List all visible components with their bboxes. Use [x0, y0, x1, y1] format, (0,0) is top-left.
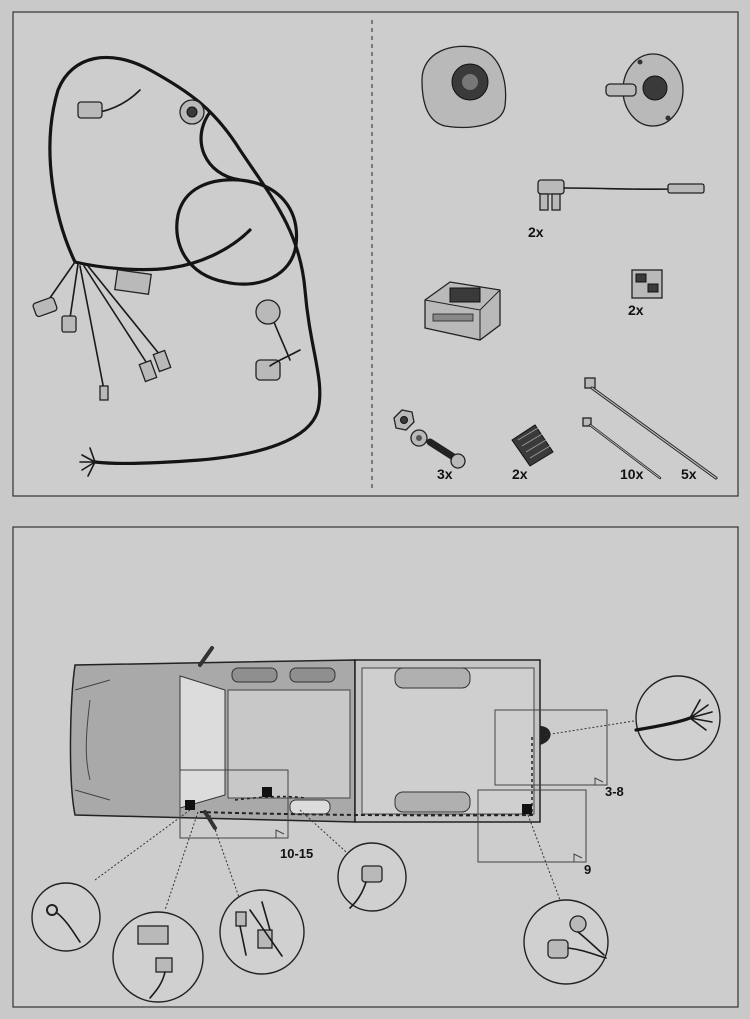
control-module-icon [424, 281, 501, 341]
adhesive-pad-quantity: 2x [512, 466, 528, 482]
socket-area-callout: 9 [584, 862, 591, 877]
zoom-multi-plug-detail [112, 911, 204, 1003]
zoom-wire-ends-detail [634, 675, 721, 761]
socket-detail-box [477, 789, 587, 863]
rear-area-callout: 3-8 [605, 784, 624, 799]
harness-connector-1 [32, 296, 58, 318]
fuse-holder-quantity: 2x [528, 224, 544, 240]
socket-mounting-plate-icon [605, 53, 684, 127]
harness-multi-plug [114, 268, 152, 296]
rear-detail-box [494, 709, 608, 786]
harness-plug-top [77, 101, 103, 119]
zoom-socket-connector-detail [523, 899, 609, 985]
fuse-holder-icon [537, 179, 705, 211]
rear-mount-point [522, 804, 532, 814]
nut-washer-bolt-icon [393, 409, 466, 469]
zoom-ring-terminal-detail [31, 882, 101, 952]
harness-connector-2 [61, 315, 77, 333]
socket-lamp-connector [255, 299, 281, 325]
socket-bulb-holder [255, 359, 281, 381]
small-cable-tie-quantity: 10x [620, 466, 644, 482]
large-cable-tie-quantity: 5x [681, 466, 697, 482]
dash-area-callout: 10-15 [280, 846, 313, 861]
zoom-fuse-detail [219, 889, 305, 975]
harness-terminal-3 [152, 349, 172, 373]
harness-loose-wire-ends [79, 447, 96, 477]
harness-terminal-1 [99, 385, 109, 401]
adhesive-pad-icon [511, 424, 554, 467]
sticker-icon [631, 269, 663, 299]
cable-tie-icon [582, 377, 718, 480]
sticker-quantity: 2x [628, 302, 644, 318]
dash-mount-point-2 [262, 787, 272, 797]
wiring-harness [32, 55, 322, 477]
pickup-truck-top-view [69, 646, 551, 830]
zoom-plug-connector-detail [337, 842, 407, 912]
dash-mount-point-1 [185, 800, 195, 810]
socket-housing-icon [421, 45, 507, 129]
dash-detail-box [179, 769, 289, 839]
tow-socket-marker [540, 726, 551, 745]
harness-terminal-2 [138, 359, 158, 383]
bolt-set-quantity: 3x [437, 466, 453, 482]
